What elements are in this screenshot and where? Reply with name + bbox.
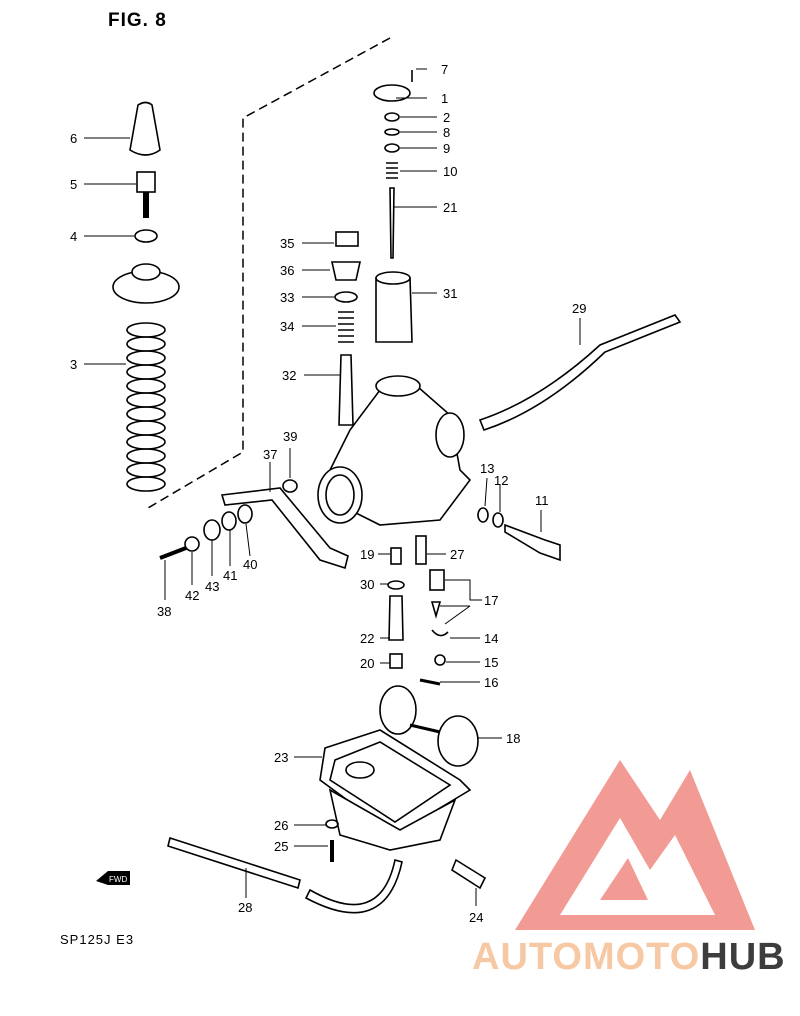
throttle-valve-part [375, 277, 413, 343]
callout-22: 22 [360, 631, 374, 646]
callout-30: 30 [360, 577, 374, 592]
rubber-cap-part [129, 101, 161, 156]
callout-29: 29 [572, 301, 586, 316]
callout-36: 36 [280, 263, 294, 278]
callout-2: 2 [443, 110, 450, 125]
float-chamber-gasket-part [319, 729, 472, 836]
callout-4: 4 [70, 229, 77, 244]
callout-10: 10 [443, 164, 457, 179]
callout-17: 17 [484, 593, 498, 608]
callout-1: 1 [441, 91, 448, 106]
callout-8: 8 [443, 125, 450, 140]
callout-28: 28 [238, 900, 252, 915]
fwd-label: FWD [109, 875, 127, 884]
callout-13: 13 [480, 461, 494, 476]
callout-40: 40 [243, 557, 257, 572]
watermark-text: AUTOMOTOHUB [472, 936, 786, 979]
callout-15: 15 [484, 655, 498, 670]
needle-jet-part [388, 595, 404, 641]
callout-24: 24 [469, 910, 483, 925]
callout-25: 25 [274, 839, 288, 854]
callout-5: 5 [70, 177, 77, 192]
callout-16: 16 [484, 675, 498, 690]
watermark-text-part1: AUTOMOTO [472, 936, 701, 978]
watermark-text-part2: HUB [700, 936, 786, 978]
callout-27: 27 [450, 547, 464, 562]
callout-23: 23 [274, 750, 288, 765]
figure-title: FIG. 8 [108, 10, 167, 31]
float-chamber-part [328, 788, 457, 851]
callout-32: 32 [282, 368, 296, 383]
callout-6: 6 [70, 131, 77, 146]
callout-33: 33 [280, 290, 294, 305]
callout-37: 37 [263, 447, 277, 462]
callout-18: 18 [506, 731, 520, 746]
callout-19: 19 [360, 547, 374, 562]
cable-adjuster-part [136, 171, 156, 193]
callout-20: 20 [360, 656, 374, 671]
callout-41: 41 [223, 568, 237, 583]
throttle-spring-part [126, 322, 166, 492]
callout-42: 42 [185, 588, 199, 603]
callout-14: 14 [484, 631, 498, 646]
callout-38: 38 [157, 604, 171, 619]
callout-26: 26 [274, 818, 288, 833]
forward-direction-icon: FWD [96, 867, 130, 894]
callout-34: 34 [280, 319, 294, 334]
throttle-stop-bracket-part [220, 487, 349, 570]
callout-11: 11 [535, 493, 549, 508]
carburetor-body-part [329, 379, 472, 526]
starter-plunger-part [338, 354, 354, 426]
callout-3: 3 [70, 357, 77, 372]
model-code: SP125J E3 [60, 932, 135, 947]
jet-needle-part [389, 187, 395, 259]
callout-9: 9 [443, 141, 450, 156]
plate-part [373, 84, 411, 102]
o-ring-part [334, 291, 358, 303]
callout-39: 39 [283, 429, 297, 444]
float-part [379, 685, 417, 735]
fuel-hose-part [478, 314, 682, 431]
callout-labels: 6 5 4 3 7 1 2 8 9 10 21 31 35 36 33 34 3… [70, 62, 586, 925]
callout-12: 12 [494, 473, 508, 488]
callout-31: 31 [443, 286, 457, 301]
callout-7: 7 [441, 62, 448, 77]
callout-21: 21 [443, 200, 457, 215]
callout-43: 43 [205, 579, 219, 594]
cap-nut-part [335, 231, 359, 247]
watermark-logo [515, 760, 755, 930]
throttle-stop-screw-part [504, 523, 561, 562]
drain-hose-part [167, 836, 301, 890]
lock-nut-part [134, 229, 158, 243]
callout-35: 35 [280, 236, 294, 251]
starter-plunger-nut-part [331, 261, 361, 281]
